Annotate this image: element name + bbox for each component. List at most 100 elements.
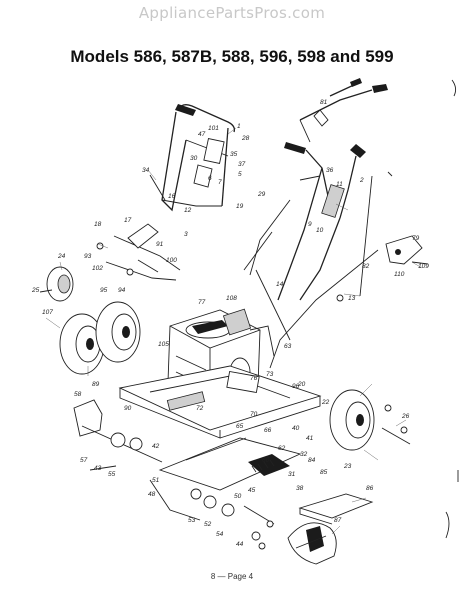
callout-label: 48 <box>148 491 156 498</box>
callout-label: 22 <box>321 399 330 406</box>
callout-label: 79 <box>412 235 420 242</box>
callout-label: 14 <box>276 281 284 288</box>
handle-lower-parts <box>96 223 181 281</box>
callout-label: 43 <box>94 465 102 472</box>
callout-label: 47 <box>198 131 206 138</box>
callout-label: 42 <box>152 443 160 450</box>
callout-label: 3 <box>184 231 188 238</box>
frame-deck <box>118 365 322 439</box>
callout-label: 58 <box>74 391 82 398</box>
callout-label: 96 <box>292 383 300 390</box>
skid-shoe <box>298 493 374 525</box>
margin-mark <box>451 79 457 97</box>
blade-guard <box>287 522 337 565</box>
watermark: AppliancePartsPros.com <box>138 4 326 22</box>
callout-label: 110 <box>394 271 405 278</box>
callout-label: 13 <box>348 295 356 302</box>
callout-label: 30 <box>190 155 198 162</box>
callout-label: 44 <box>236 541 244 548</box>
callout-label: 41 <box>306 435 314 442</box>
callout-label: 1 <box>237 123 241 130</box>
callout-label: 66 <box>264 427 272 434</box>
callout-label: 73 <box>266 371 274 378</box>
callout-label: 51 <box>152 477 160 484</box>
rear-wheel-right <box>329 389 411 451</box>
callout-label: 109 <box>418 263 429 270</box>
callout-label: 20 <box>297 381 306 388</box>
handle-assembly-main <box>243 142 393 301</box>
callout-label: 11 <box>336 181 343 188</box>
callout-label: 34 <box>142 167 150 174</box>
control-rod <box>255 249 379 369</box>
callout-label: 36 <box>326 167 334 174</box>
page-footer: 8 — Page 4 <box>210 572 254 581</box>
edger-blade-housing <box>149 437 302 525</box>
hardware-misc <box>89 404 408 550</box>
callout-label: 54 <box>216 531 224 538</box>
callout-label: 84 <box>308 457 316 464</box>
callout-label: 9 <box>308 221 312 228</box>
callout-label: 2 <box>359 177 364 184</box>
callout-label: 86 <box>366 485 374 492</box>
callout-label: 28 <box>241 135 250 142</box>
callout-label: 18 <box>94 221 102 228</box>
small-wheel-left <box>39 266 74 302</box>
callout-label: 93 <box>84 253 92 260</box>
callout-label: 45 <box>248 487 256 494</box>
callout-label: 40 <box>292 425 300 432</box>
callout-label: 32 <box>300 451 308 458</box>
page-title: Models 586, 587B, 588, 596, 598 and 599 <box>70 47 394 66</box>
leader-lines <box>45 127 423 535</box>
callout-label: 57 <box>80 457 88 464</box>
callout-label: 5 <box>238 171 242 178</box>
callout-label: 72 <box>196 405 204 412</box>
callout-label: 29 <box>257 191 266 198</box>
callout-label: 105 <box>158 341 169 348</box>
callout-label: 38 <box>296 485 304 492</box>
callout-label: 53 <box>188 517 196 524</box>
callout-label: 52 <box>204 521 212 528</box>
callout-label: 89 <box>92 381 100 388</box>
callout-label: 62 <box>278 445 286 452</box>
callout-label: 101 <box>208 125 219 132</box>
callout-label: 102 <box>92 265 103 272</box>
callout-label: 7 <box>218 179 222 186</box>
callout-label: 81 <box>320 99 328 106</box>
callout-label: 77 <box>198 299 206 306</box>
callout-label: 85 <box>320 469 328 476</box>
callout-label: 17 <box>124 217 132 224</box>
callout-label: 19 <box>236 203 244 210</box>
callout-label: 55 <box>108 471 116 478</box>
callout-label: 10 <box>316 227 324 234</box>
rear-wheel-left-outer <box>95 301 141 363</box>
callout-label: 108 <box>226 295 237 302</box>
callout-label: 37 <box>238 161 246 168</box>
callout-label: 16 <box>168 193 176 200</box>
callout-label: 65 <box>236 423 244 430</box>
callout-label: 35 <box>230 151 238 158</box>
callout-label: 95 <box>100 287 108 294</box>
callout-label: 94 <box>118 287 126 294</box>
callout-label: 6 <box>208 175 212 182</box>
callout-label: 23 <box>343 463 352 470</box>
callout-label: 26 <box>401 413 410 420</box>
control-bracket <box>385 235 429 265</box>
callout-label: 12 <box>184 207 192 214</box>
callout-label: 100 <box>166 257 177 264</box>
callout-label: 70 <box>250 411 258 418</box>
callout-label: 90 <box>124 405 132 412</box>
callout-label: 82 <box>362 263 370 270</box>
callout-labels: 1 101 47 28 30 34 35 37 6 7 5 19 16 12 3… <box>31 99 429 548</box>
callout-label: 24 <box>57 253 66 260</box>
callout-label: 91 <box>156 241 164 248</box>
callout-label: 31 <box>288 471 296 478</box>
callout-label: 25 <box>31 287 40 294</box>
callout-label: 60 <box>262 457 270 464</box>
callout-label: 63 <box>284 343 292 350</box>
callout-label: 107 <box>42 309 53 316</box>
callout-label: 87 <box>334 517 342 524</box>
callout-label: 76 <box>250 375 258 382</box>
handle-assembly-upper-right <box>299 78 388 143</box>
margin-mark <box>445 511 450 539</box>
